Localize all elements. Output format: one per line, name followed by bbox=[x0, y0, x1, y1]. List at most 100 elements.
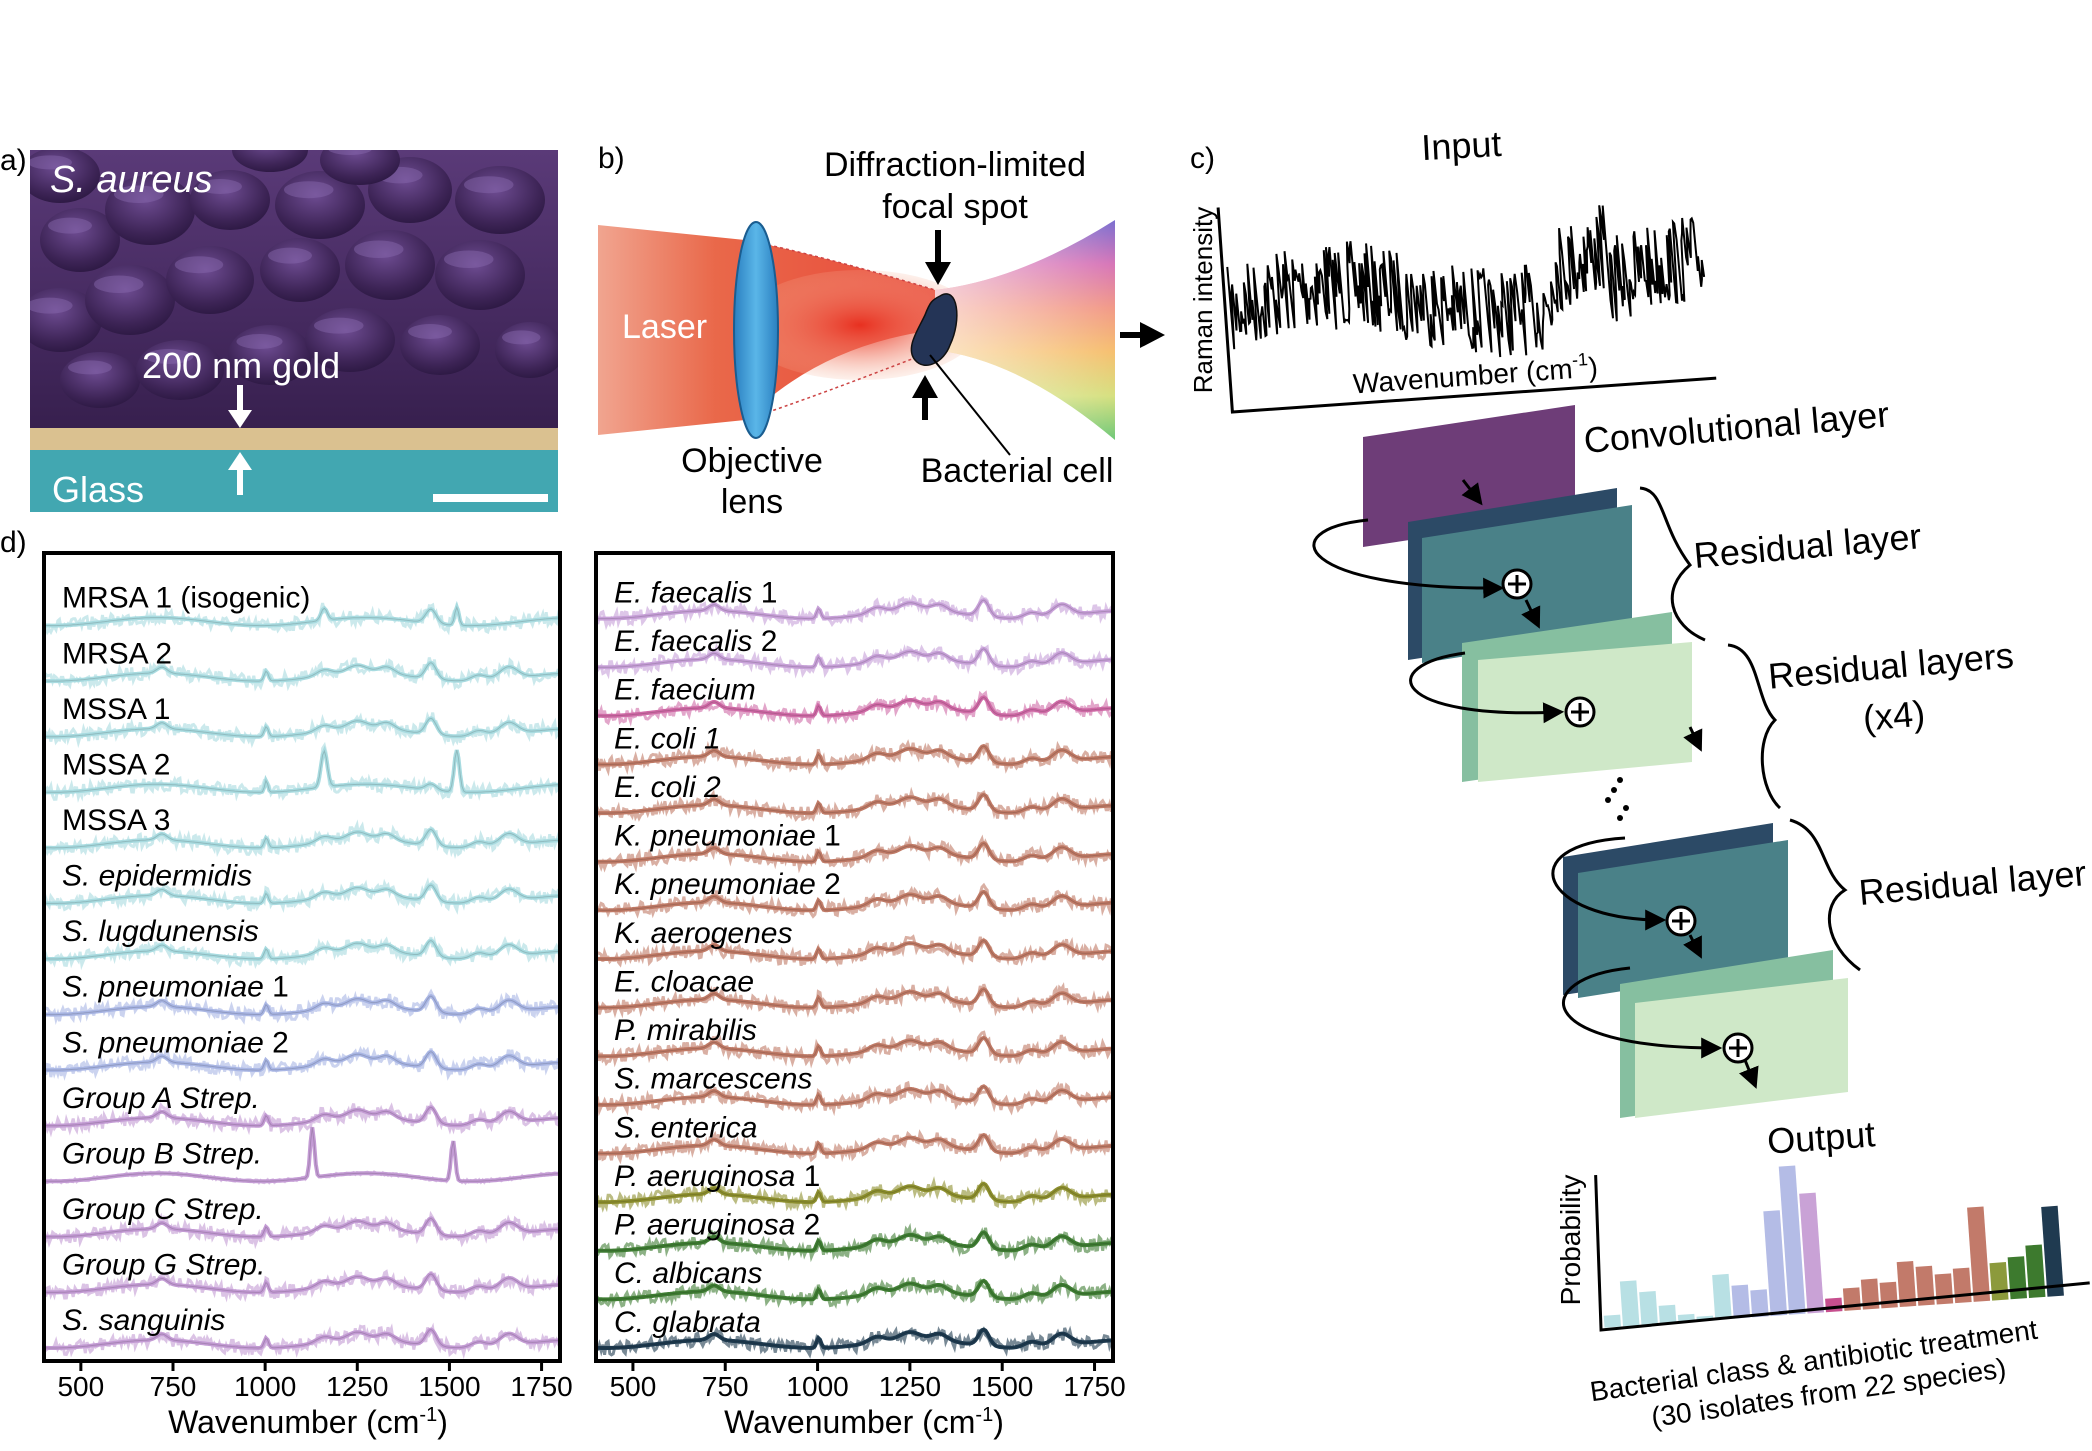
spectrum-label: E. coli 2 bbox=[614, 771, 721, 804]
spectrum-raw bbox=[597, 1274, 1112, 1310]
sem-cell bbox=[345, 230, 435, 300]
sem-cell bbox=[455, 166, 545, 234]
spectrum-label: P. aeruginosa 2 bbox=[614, 1209, 820, 1242]
spectrum-smoothed bbox=[44, 600, 558, 628]
spectrum-label: K. pneumoniae 1 bbox=[614, 820, 841, 853]
residual-layer-label-2: Residual layer bbox=[1857, 852, 2088, 913]
up-arrow-icon bbox=[912, 375, 938, 398]
sem-cell bbox=[30, 288, 102, 352]
sem-cell bbox=[305, 308, 395, 372]
spectrum-smoothed bbox=[44, 1105, 558, 1128]
add-icon bbox=[1722, 1032, 1754, 1064]
spectrum-label: E. faecalis 2 bbox=[614, 625, 777, 658]
output-bar bbox=[2025, 1244, 2046, 1299]
spectrum-raw bbox=[44, 602, 558, 636]
panel-b-label: b) bbox=[598, 142, 625, 175]
spectrum-label: Group A Strep. bbox=[62, 1082, 260, 1115]
panel-c-label: c) bbox=[1190, 142, 1215, 175]
spectrum-label: E. coli 1 bbox=[614, 722, 721, 755]
spectrum-raw bbox=[44, 741, 558, 803]
sem-cell bbox=[232, 150, 308, 172]
sem-cell bbox=[30, 150, 100, 203]
sem-cell bbox=[435, 240, 525, 310]
probability-label: Probability bbox=[1555, 1175, 1586, 1306]
output-bar bbox=[1658, 1304, 1677, 1324]
spectrum-smoothed bbox=[597, 889, 1112, 913]
spectrum-smoothed bbox=[44, 1127, 558, 1184]
right-arrow-icon bbox=[1140, 322, 1165, 348]
sem-cell bbox=[136, 340, 224, 400]
spectrum-label: MSSA 1 bbox=[62, 693, 170, 726]
input-spectrum-plot: Wavenumber (cm-1) bbox=[1216, 205, 1717, 414]
output-bar bbox=[1934, 1273, 1954, 1305]
spectrum-label: K. aerogenes bbox=[614, 917, 792, 950]
x-tick-label: 1250 bbox=[879, 1371, 941, 1402]
x-tick-label: 1000 bbox=[234, 1371, 296, 1402]
spectrum-smoothed bbox=[597, 1327, 1112, 1350]
output-bar bbox=[1763, 1210, 1788, 1317]
output-bar bbox=[2041, 1205, 2064, 1297]
spectrum-label: P. aeruginosa 1 bbox=[614, 1160, 820, 1193]
sem-species-label: S. aureus bbox=[50, 159, 213, 201]
spectra-left-xlabel: Wavenumber (cm-1) bbox=[168, 1404, 448, 1440]
sem-image bbox=[30, 150, 558, 512]
spectrum-label: MSSA 3 bbox=[62, 804, 170, 837]
spectrum-label: Group B Strep. bbox=[62, 1137, 262, 1170]
cell-label: Bacterial cell bbox=[921, 452, 1114, 490]
output-title: Output bbox=[1766, 1113, 1877, 1161]
spectrum-label: Group C Strep. bbox=[62, 1193, 264, 1226]
spectrum-label: E. cloacae bbox=[614, 965, 754, 998]
x-tick-label: 1000 bbox=[786, 1371, 848, 1402]
spectrum-smoothed bbox=[597, 1181, 1112, 1205]
focal-spot-label-2: focal spot bbox=[882, 188, 1028, 226]
spectrum-smoothed bbox=[44, 1327, 558, 1350]
output-bar bbox=[1989, 1262, 2009, 1301]
spectrum-label: S. enterica bbox=[614, 1111, 757, 1144]
spectrum-label: MRSA 2 bbox=[62, 637, 172, 670]
spectrum-label: C. albicans bbox=[614, 1257, 762, 1290]
output-bar bbox=[1896, 1261, 1917, 1308]
spectrum-label: Group G Strep. bbox=[62, 1249, 265, 1282]
spectrum-label: K. pneumoniae 2 bbox=[614, 868, 841, 901]
spectrum-smoothed bbox=[44, 1049, 558, 1073]
spectrum-smoothed bbox=[597, 841, 1112, 864]
spectrum-label: S. pneumoniae 1 bbox=[62, 971, 289, 1004]
input-title: Input bbox=[1420, 123, 1502, 168]
panel-a-label: a) bbox=[0, 144, 27, 177]
x-tick-label: 1750 bbox=[510, 1371, 572, 1402]
spectrum-smoothed bbox=[597, 646, 1112, 670]
spectrum-label: S. marcescens bbox=[614, 1063, 812, 1096]
output-bar bbox=[1712, 1273, 1732, 1320]
spectrum-raw bbox=[597, 834, 1112, 874]
spectrum-smoothed bbox=[44, 745, 558, 795]
output-bar bbox=[1799, 1192, 1825, 1314]
sem-cell bbox=[228, 325, 312, 385]
down-arrow-icon bbox=[228, 410, 252, 428]
spectrum-smoothed bbox=[44, 660, 558, 684]
add-icon bbox=[1665, 905, 1697, 937]
x-tick-label: 1250 bbox=[326, 1371, 388, 1402]
spectrum-smoothed bbox=[597, 987, 1112, 1010]
residual-layer-label: Residual layer bbox=[1692, 515, 1923, 576]
spectrum-smoothed bbox=[44, 938, 558, 961]
spectrum-raw bbox=[44, 877, 558, 915]
x-tick-label: 1500 bbox=[418, 1371, 480, 1402]
up-arrow-icon bbox=[228, 452, 252, 470]
x-tick-label: 750 bbox=[702, 1371, 749, 1402]
spectrum-smoothed bbox=[597, 743, 1112, 767]
bacterial-cell bbox=[910, 293, 958, 366]
x-tick-label: 750 bbox=[150, 1371, 197, 1402]
output-bar bbox=[1750, 1289, 1769, 1318]
sem-cell bbox=[85, 265, 175, 335]
output-bar bbox=[1967, 1206, 1991, 1302]
sem-cell bbox=[260, 238, 340, 302]
spectrum-label: MRSA 1 (isogenic) bbox=[62, 582, 310, 615]
spectrum-label: MSSA 2 bbox=[62, 748, 170, 781]
sem-cell bbox=[60, 352, 140, 408]
spectrum-smoothed bbox=[44, 882, 558, 906]
spectrum-smoothed bbox=[597, 792, 1112, 816]
output-bar bbox=[1603, 1314, 1622, 1328]
output-bar bbox=[1860, 1278, 1880, 1310]
output-bar bbox=[1731, 1284, 1751, 1319]
